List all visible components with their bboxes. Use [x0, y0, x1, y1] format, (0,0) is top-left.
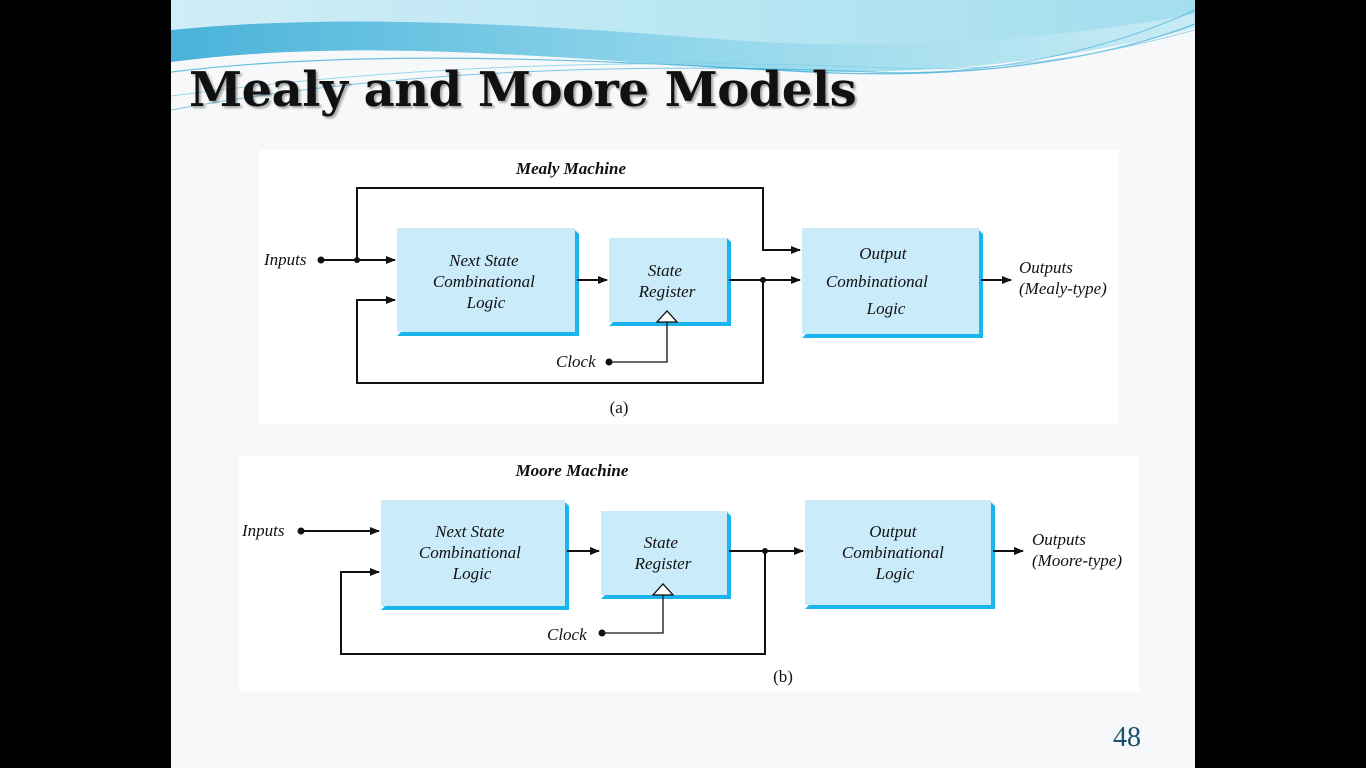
moore-diagram: Moore Machine Next State Combinational L…: [239, 456, 1139, 692]
moore-state-register-line2: Register: [634, 554, 692, 573]
svg-text:State Register: State Register: [634, 533, 692, 573]
moore-inputs-label: Inputs: [241, 521, 285, 540]
moore-next-state-block: Next State Combinational Logic: [381, 500, 569, 610]
moore-wires: [301, 527, 1024, 655]
mealy-heading: Mealy Machine: [515, 159, 626, 178]
mealy-next-state-line1: Next State: [448, 251, 519, 270]
mealy-state-register-block: State Register: [609, 238, 731, 326]
moore-next-state-line2: Combinational: [419, 543, 521, 562]
moore-state-register-line1: State: [644, 533, 678, 552]
moore-output-line3: Logic: [875, 564, 915, 583]
moore-next-state-line3: Logic: [452, 564, 492, 583]
moore-outputs-type: (Moore-type): [1032, 551, 1122, 570]
svg-text:Output Combinational: Output Combinational Logic: [842, 522, 948, 583]
moore-heading: Moore Machine: [515, 461, 629, 480]
mealy-outputs-label: Outputs: [1019, 258, 1073, 277]
mealy-output-line3: Logic: [866, 299, 906, 318]
mealy-state-register-line1: State: [648, 261, 682, 280]
mealy-next-state-block: Next State Combinational Logic: [397, 228, 579, 336]
moore-caption: (b): [773, 667, 793, 686]
decorative-wave-header: [171, 0, 1195, 111]
mealy-next-state-line2: Combinational: [433, 272, 535, 291]
svg-text:Output Combinational: Output Combinational Logic: [826, 244, 932, 318]
svg-text:Outputs (Moore-type): Outputs (Moore-type): [1032, 530, 1122, 570]
mealy-inputs-label: Inputs: [263, 250, 307, 269]
svg-text:State Register: State Register: [638, 261, 696, 301]
mealy-state-register-line2: Register: [638, 282, 696, 301]
mealy-output-block: Output Combinational Logic: [802, 228, 983, 338]
svg-text:Outputs (Mealy-type): Outputs (Mealy-type): [1019, 258, 1107, 298]
mealy-diagram: Mealy Machine Next State Combinational L…: [259, 150, 1119, 424]
moore-output-block: Output Combinational Logic: [805, 500, 995, 609]
mealy-caption: (a): [610, 398, 629, 417]
svg-text:Next State Combinati: Next State Combinational Logic: [419, 522, 525, 583]
moore-outputs-label: Outputs: [1032, 530, 1086, 549]
slide: Mealy and Moore Models Mealy Machine Nex…: [171, 0, 1195, 768]
moore-output-line1: Output: [869, 522, 918, 541]
moore-clock-label: Clock: [547, 625, 587, 644]
mealy-clock-label: Clock: [556, 352, 596, 371]
mealy-output-line2: Combinational: [826, 272, 928, 291]
slide-title: Mealy and Moore Models: [189, 62, 857, 118]
svg-text:Next State Combinati: Next State Combinational Logic: [433, 251, 539, 312]
mealy-outputs-type: (Mealy-type): [1019, 279, 1107, 298]
moore-state-register-block: State Register: [601, 511, 731, 599]
mealy-output-line1: Output: [859, 244, 908, 263]
moore-output-line2: Combinational: [842, 543, 944, 562]
mealy-next-state-line3: Logic: [466, 293, 506, 312]
page-number: 48: [1113, 722, 1141, 753]
moore-next-state-line1: Next State: [434, 522, 505, 541]
